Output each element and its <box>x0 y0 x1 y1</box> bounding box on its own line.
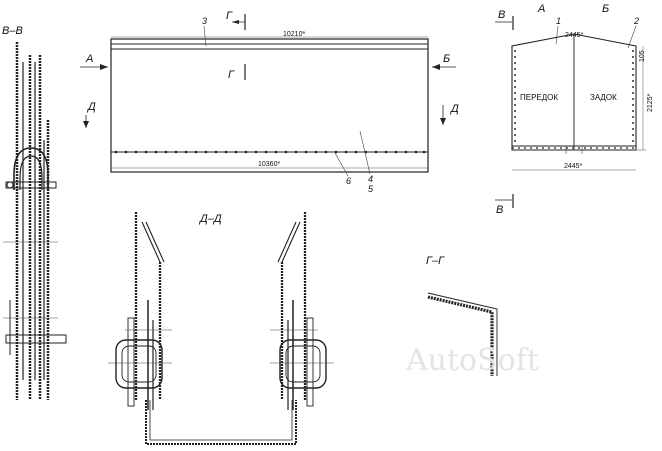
callout-6: 6 <box>346 176 351 186</box>
main-side-view: 10210* 10360* 3 6 4 5 А Б Г Г Д Д <box>80 10 459 194</box>
callout-5: 5 <box>368 184 374 194</box>
marker-v-top: В <box>498 9 505 21</box>
callout-1: 1 <box>556 16 561 26</box>
section-dd-title: Д–Д <box>198 213 222 225</box>
section-gg: Г–Г <box>426 255 498 376</box>
callout-2: 2 <box>633 16 639 26</box>
end-view: В А Б 1 2 ПЕРЕДОК ЗАДОК 2445* 2445* 2125… <box>495 3 654 216</box>
dim-bottom-length: 10360* <box>258 161 280 168</box>
dim-end-height: 2125* <box>647 93 654 112</box>
callout-4: 4 <box>368 174 373 184</box>
label-front: ПЕРЕДОК <box>520 93 558 102</box>
dim-end-small: 105 <box>639 50 646 62</box>
autosoft-watermark: AutoSoft <box>405 343 539 378</box>
section-dd: Д–Д <box>108 212 334 445</box>
marker-b-left: Б <box>443 53 450 65</box>
marker-v-bottom: В <box>496 204 503 216</box>
dim-end-bottom-width: 2445* <box>564 163 583 170</box>
marker-a-right: А <box>537 3 545 15</box>
label-rear: ЗАДОК <box>590 93 617 102</box>
marker-g-mid: Г <box>228 69 235 81</box>
marker-d-right: Д <box>449 103 459 115</box>
callout-3: 3 <box>202 16 207 26</box>
section-vv: В–В <box>2 25 67 400</box>
marker-g-top: Г <box>226 10 233 22</box>
section-gg-title: Г–Г <box>426 255 445 267</box>
rivet-row <box>114 150 426 154</box>
marker-d-left: Д <box>86 101 96 113</box>
dim-end-top-width: 2445* <box>565 32 584 39</box>
marker-a-left: А <box>85 53 93 65</box>
dim-top-length: 10210* <box>283 31 305 38</box>
section-vv-title: В–В <box>2 25 23 37</box>
marker-b-right: Б <box>602 3 609 15</box>
